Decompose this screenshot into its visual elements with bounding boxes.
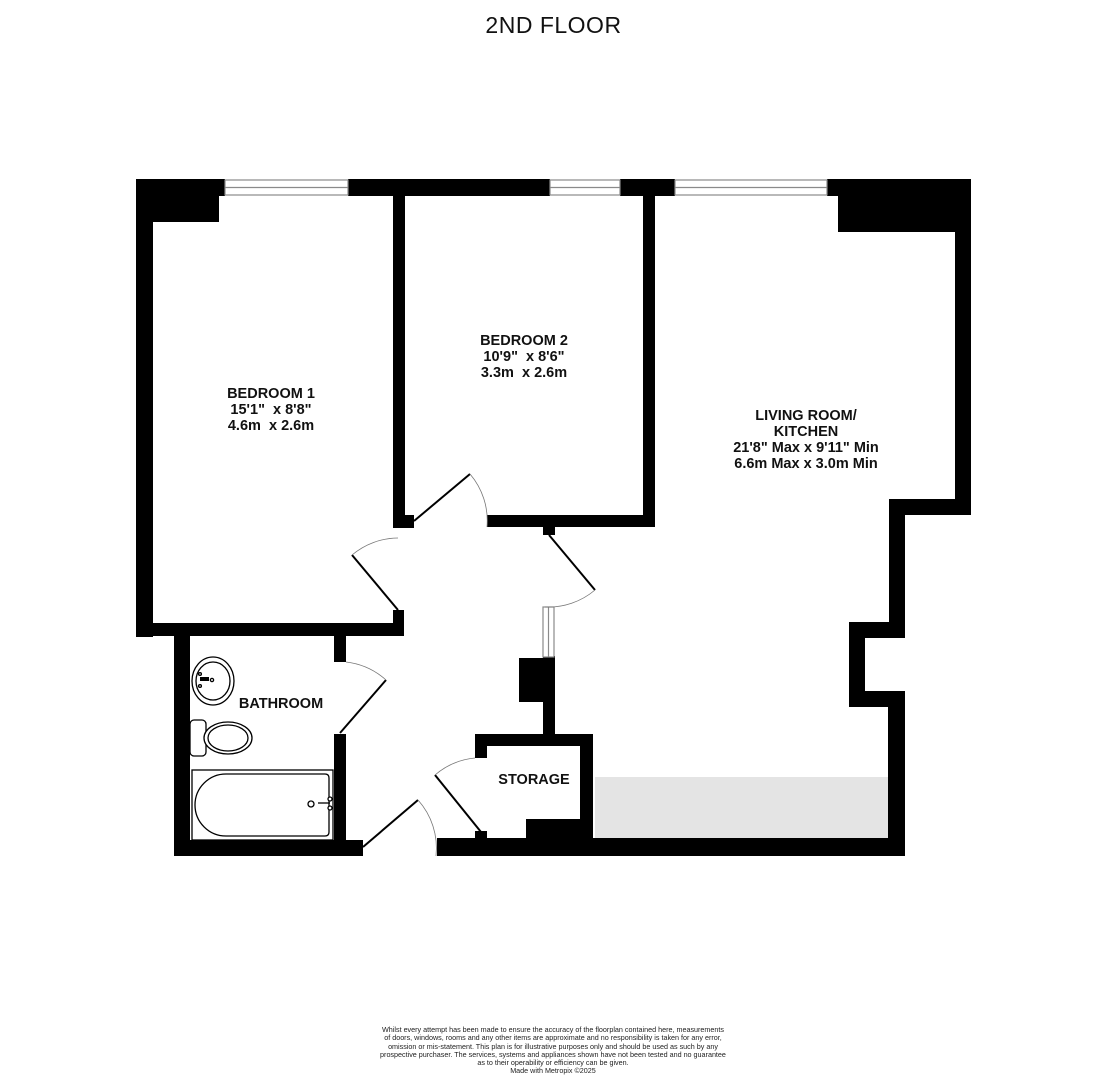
room-label-living-kitchen: LIVING ROOM/ KITCHEN 21'8" Max x 9'11" M… — [733, 408, 879, 472]
toilet-icon — [189, 719, 253, 757]
room-label-bedroom-2: BEDROOM 2 10'9" x 8'6" 3.3m x 2.6m — [480, 333, 568, 381]
room-name-line2: KITCHEN — [773, 424, 839, 440]
room-label-bathroom: BATHROOM — [239, 696, 323, 712]
bathtub-icon — [191, 769, 334, 841]
windows — [224, 179, 828, 658]
room-name: BEDROOM 1 — [227, 386, 315, 402]
room-label-bedroom-1: BEDROOM 1 15'1" x 8'8" 4.6m x 2.6m — [227, 386, 315, 434]
disclaimer-line: of doors, windows, rooms and any other i… — [384, 1033, 722, 1043]
walls — [136, 179, 971, 856]
disclaimer-line: as to their operability or efficiency ca… — [477, 1058, 629, 1068]
basin-icon — [191, 656, 235, 706]
room-dimensions-metric: 4.6m x 2.6m — [227, 418, 315, 434]
room-name: BEDROOM 2 — [480, 333, 568, 349]
room-dimensions-imperial: 15'1" x 8'8" — [230, 402, 312, 418]
room-label-storage: STORAGE — [498, 772, 569, 788]
disclaimer-line: prospective purchaser. The services, sys… — [380, 1049, 726, 1059]
room-name-line1: LIVING ROOM/ — [755, 408, 857, 424]
room-dimensions-metric: 6.6m Max x 3.0m Min — [734, 456, 878, 472]
kitchen-counter — [595, 777, 888, 838]
disclaimer-line: omission or mis-statement. This plan is … — [388, 1041, 718, 1051]
floor-title: 2ND FLOOR — [485, 12, 622, 38]
room-dimensions-imperial: 21'8" Max x 9'11" Min — [733, 440, 879, 456]
doors — [339, 473, 596, 857]
credit: Made with Metropix ©2025 — [510, 1066, 596, 1076]
bathroom-fixtures — [189, 656, 334, 841]
disclaimer: Whilst every attempt has been made to en… — [353, 1025, 753, 1076]
disclaimer-line: Whilst every attempt has been made to en… — [382, 1025, 724, 1034]
room-name: BATHROOM — [238, 696, 324, 712]
room-dimensions-metric: 3.3m x 2.6m — [480, 365, 568, 381]
room-dimensions-imperial: 10'9" x 8'6" — [483, 349, 565, 365]
room-name: STORAGE — [498, 772, 570, 788]
